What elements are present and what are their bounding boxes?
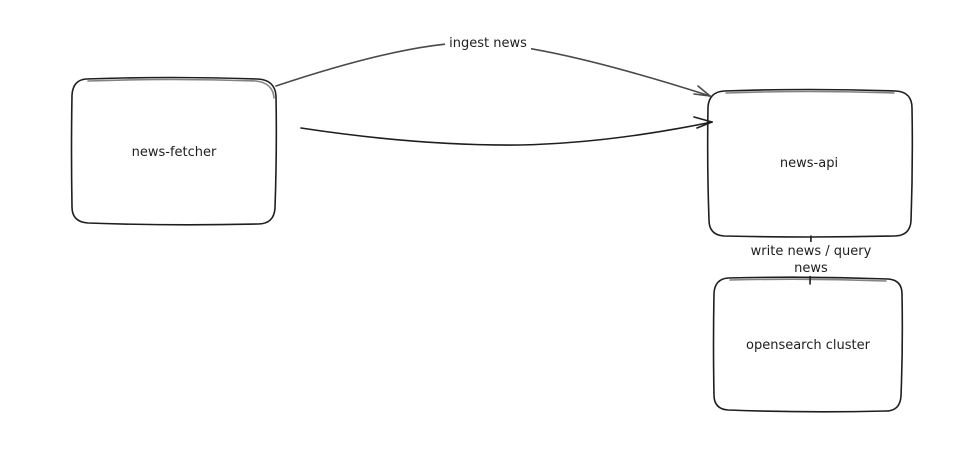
node-opensearch-cluster-label: opensearch cluster [746, 338, 871, 353]
edge-api-to-opensearch-label-line1: write news / query [751, 244, 872, 259]
node-news-api[interactable]: news-api [706, 88, 914, 238]
edge-api-to-opensearch-label-line2: news [794, 261, 828, 276]
edge-ingest-news-label: ingest news [449, 36, 527, 51]
edge-api-to-opensearch[interactable]: write news / query news [742, 235, 878, 285]
edge-api-to-opensearch-label-bg [742, 242, 878, 276]
node-news-fetcher-label: news-fetcher [132, 145, 217, 160]
node-opensearch-cluster[interactable]: opensearch cluster [712, 276, 904, 413]
edge-fetcher-to-api-arrow[interactable] [300, 116, 713, 146]
edge-ingest-news-label-bg [445, 33, 531, 53]
edge-ingest-news[interactable]: ingest news [275, 33, 711, 97]
node-news-fetcher[interactable]: news-fetcher [70, 76, 278, 226]
node-news-api-label: news-api [780, 156, 838, 171]
